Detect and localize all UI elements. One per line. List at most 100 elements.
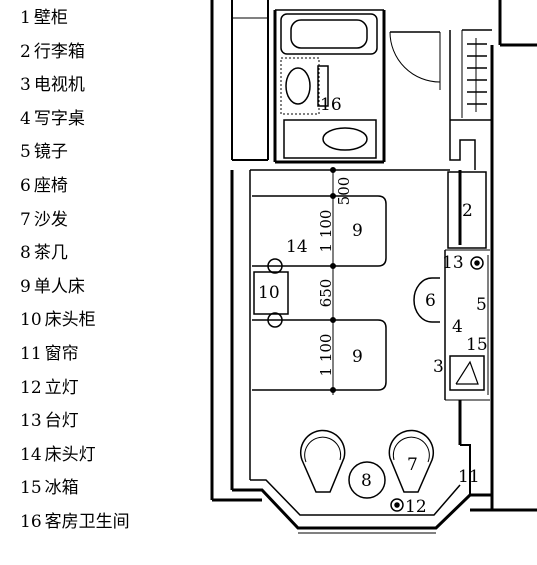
item-numbers: 2 3 4 5 6 7 8 9 9 10 11 12 13 14 15 16 — [258, 95, 488, 517]
label-9-upper: 9 — [352, 221, 363, 241]
bay-window-inner — [250, 479, 461, 516]
right-furniture — [413, 171, 490, 401]
legend-number: 7 — [20, 209, 31, 230]
beds — [252, 195, 387, 391]
legend-label: 写字桌 — [33, 108, 85, 129]
legend-label: 窗帘 — [44, 343, 79, 364]
dimension-dot — [330, 387, 336, 393]
legend-number: 13 — [20, 411, 42, 432]
dimension-dot — [330, 167, 336, 173]
label-4: 4 — [452, 317, 463, 337]
armchair-right-back — [392, 436, 430, 463]
table-lamp-outer — [470, 256, 484, 270]
label-16: 16 — [320, 95, 342, 115]
legend-label: 壁柜 — [33, 8, 68, 28]
legend-number: 8 — [20, 243, 31, 264]
legend-number: 16 — [20, 511, 42, 532]
legend-label: 沙发 — [33, 209, 68, 230]
bathroom-tile — [280, 57, 320, 115]
legend-label: 台灯 — [44, 411, 79, 432]
legend-label: 立灯 — [44, 377, 79, 398]
bathtub — [280, 13, 378, 55]
legend-label: 座椅 — [33, 175, 68, 196]
bed-upper — [252, 195, 387, 267]
dimension-labels: 500 1 100 650 1 100 — [317, 177, 353, 377]
bay-window-outer — [232, 488, 492, 530]
dimension-650: 650 — [317, 279, 335, 308]
legend-number: 10 — [20, 310, 42, 331]
legend-number: 4 — [20, 108, 31, 129]
legend-number: 5 — [20, 142, 31, 163]
armchair-left — [299, 429, 346, 493]
entry-nook — [449, 120, 476, 170]
armchair-left-back — [304, 436, 342, 463]
legend-label: 客房卫生间 — [44, 511, 130, 532]
label-3: 3 — [433, 357, 444, 377]
dimension-line — [328, 167, 338, 395]
legend-number: 3 — [20, 75, 31, 96]
toilet-tank — [317, 65, 329, 107]
dimension-1100-upper: 1 100 — [317, 210, 335, 253]
legend-label: 电视机 — [33, 75, 85, 96]
label-15: 15 — [466, 335, 488, 355]
dimension-dot — [330, 263, 336, 269]
bed-lamp-upper — [267, 258, 283, 274]
legend-number: 15 — [20, 478, 42, 499]
label-9-lower: 9 — [352, 347, 363, 367]
bed-lamp-lower — [267, 312, 283, 328]
entry-door-swing — [389, 31, 441, 83]
legend-number: 14 — [20, 444, 42, 465]
dimension-1100-lower: 1 100 — [317, 334, 335, 377]
legend-number: 1 — [20, 8, 31, 28]
legend-number: 6 — [20, 175, 31, 196]
luggage-rack — [447, 171, 487, 249]
legend-number: 12 — [20, 377, 42, 398]
toilet-icon — [285, 67, 311, 105]
legend-label: 单人床 — [33, 276, 85, 297]
label-8: 8 — [361, 471, 372, 491]
closet-hangers — [467, 38, 487, 112]
label-10: 10 — [258, 283, 280, 303]
lounge-furniture — [299, 429, 435, 512]
legend-number: 2 — [20, 41, 31, 62]
legend-label: 镜子 — [33, 142, 68, 163]
bathtub-basin — [290, 19, 368, 49]
walls — [210, 0, 537, 534]
bathroom-fixtures — [280, 13, 378, 159]
armchair-right — [388, 429, 435, 493]
tv-fridge-cabinet — [449, 355, 485, 391]
dimension-500: 500 — [335, 177, 353, 206]
label-2: 2 — [462, 201, 473, 221]
label-6: 6 — [425, 291, 436, 311]
table-lamp-dot — [474, 260, 480, 266]
legend-label: 床头柜 — [44, 310, 96, 331]
floor-lamp-outer — [390, 498, 404, 512]
label-14: 14 — [286, 237, 308, 257]
label-7: 7 — [407, 455, 418, 475]
legend-number: 9 — [20, 276, 31, 297]
legend-label: 冰箱 — [44, 478, 79, 499]
dimension-dot — [330, 317, 336, 323]
legend-number: 11 — [20, 343, 42, 364]
tv-icon — [455, 360, 479, 385]
legend-label: 床头灯 — [44, 444, 96, 465]
label-13: 13 — [442, 253, 464, 273]
room-wall-right-corner — [460, 444, 471, 495]
label-12: 12 — [405, 497, 427, 517]
sink-icon — [322, 127, 368, 151]
legend-label: 行李箱 — [33, 41, 85, 62]
bed-lower — [252, 319, 387, 391]
